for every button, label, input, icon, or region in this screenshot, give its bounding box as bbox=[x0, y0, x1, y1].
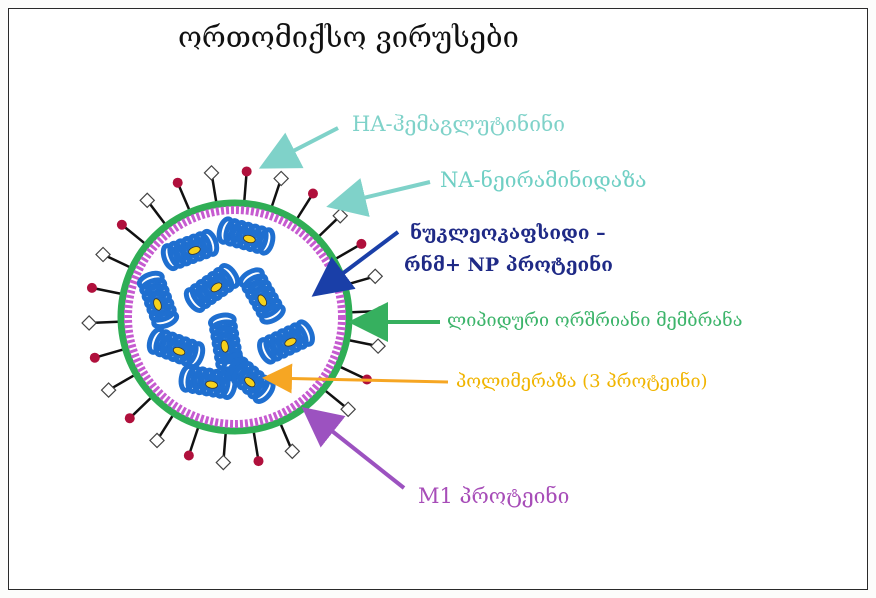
na-spike-head bbox=[285, 444, 299, 458]
na-spike-head bbox=[368, 269, 382, 283]
ha-spike-head bbox=[253, 456, 263, 466]
ha-spike-head bbox=[173, 178, 183, 188]
na-spike-head bbox=[96, 247, 110, 261]
na-spike-head bbox=[216, 455, 230, 469]
na-arrow bbox=[334, 182, 430, 205]
ha-spike-head bbox=[242, 166, 252, 176]
ha-spike-head bbox=[376, 306, 386, 316]
ha-spike-head bbox=[308, 189, 318, 199]
label-lipid-membrane: ლიპიდური ორშრიანი მემბრანა bbox=[447, 310, 742, 331]
ha-spike-head bbox=[318, 429, 328, 439]
na-spike-head bbox=[150, 433, 164, 447]
label-neuraminidase: NA-ნეირამინიდაზა bbox=[440, 168, 646, 192]
na-spike-head bbox=[102, 383, 116, 397]
ha-spike-head bbox=[87, 283, 97, 293]
m1-arrow bbox=[308, 412, 404, 488]
na-spike-head bbox=[204, 166, 218, 180]
ha-spike-head bbox=[90, 353, 100, 363]
ha-spike-head bbox=[184, 451, 194, 461]
label-polymerase: პოლიმერაზა (3 პროტეინი) bbox=[456, 371, 708, 392]
label-nucleocapsid-line2: რნმ+ NP პროტეინი bbox=[404, 254, 613, 276]
label-hemagglutinin: HA-ჰემაგლუტინინი bbox=[352, 112, 565, 136]
label-nucleocapsid-line1: ნუკლეოკაფსიდი – bbox=[410, 222, 606, 244]
na-spike-head bbox=[371, 339, 385, 353]
ha-spike-head bbox=[117, 220, 127, 230]
ha-arrow bbox=[266, 128, 338, 165]
ha-spike-head bbox=[356, 239, 366, 249]
na-spike-head bbox=[274, 171, 288, 185]
na-spike-head bbox=[82, 316, 96, 330]
label-m1-protein: M1 პროტეინი bbox=[418, 484, 569, 508]
ha-spike-head bbox=[125, 413, 135, 423]
page-title: ორთომიქსო ვირუსები bbox=[178, 20, 519, 54]
